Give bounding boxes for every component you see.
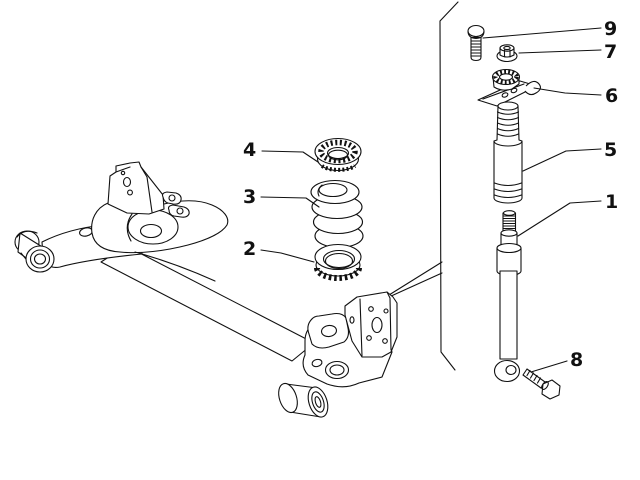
shock-absorber-drawing [493,210,522,383]
callout-5: 5 [604,139,617,161]
leader-line-7 [518,49,602,54]
callout-6: 6 [605,85,618,107]
callout-8: 8 [570,349,583,371]
bump-stop-boot-drawing [493,101,523,204]
upper-spring-seat-drawing [314,137,362,172]
leader-line-4 [261,150,319,163]
callouts: 9 7 6 5 1 8 4 3 2 [243,18,618,371]
callout-4: 4 [243,139,256,161]
leader-line-5 [522,148,602,172]
divider-line [439,1,459,371]
leader-line-2 [260,249,315,263]
projection-lines [388,261,443,298]
leader-line-1 [517,200,602,237]
leader-line-8 [530,360,568,373]
coil-spring-drawing [310,179,364,249]
callout-7: 7 [604,41,617,63]
upper-mount-bracket-drawing [477,68,541,107]
callout-1: 1 [605,191,618,213]
leader-line-6 [533,87,602,96]
lower-spring-seat-drawing [314,243,362,281]
flanged-nut-drawing [496,44,518,63]
leader-line-3 [260,196,320,208]
lower-mount-bolt-drawing [522,368,561,400]
callout-9: 9 [604,18,617,40]
torsion-beam-axle-drawing [14,161,398,418]
leader-line-9 [482,27,602,39]
upper-bolt-drawing [467,24,485,62]
callout-2: 2 [243,238,256,260]
leader-lines [260,27,602,373]
callout-3: 3 [243,186,256,208]
